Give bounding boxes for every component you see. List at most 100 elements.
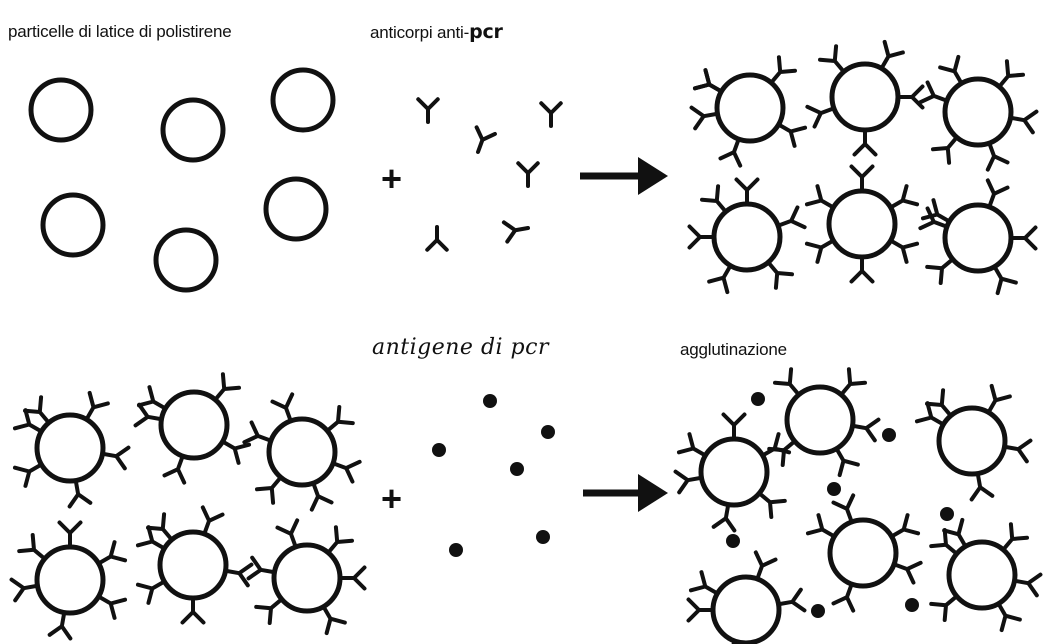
coated-particle-top-3	[690, 180, 805, 293]
agglutinated-particle-2-antibody-3-stroke	[753, 485, 785, 517]
coated-particle-top-3-antibody-2-stroke	[760, 256, 792, 288]
bridging-antigen-dot-4	[726, 534, 740, 548]
free-antibody-1-stroke	[469, 127, 495, 155]
agglutinated-particle-0-antibody-0-stroke	[775, 369, 807, 401]
agglutinated-particle-5-circle	[713, 577, 779, 643]
agglutinated-particle-4-antibody-4-stroke	[931, 588, 963, 620]
coated-particle-bottom-4	[138, 507, 251, 622]
coated-particle-top-3-antibody-5	[702, 186, 734, 218]
coated-particle-top-2-antibody-1	[991, 61, 1023, 93]
coated-particle-top-3-antibody-5-stroke	[702, 186, 734, 218]
free-antibody-5-stroke	[504, 218, 530, 241]
coated-particle-bottom-3-circle	[37, 547, 103, 613]
agglutinated-particle-2	[676, 415, 789, 531]
free-antibody-5	[504, 218, 530, 241]
antigen-dot-1	[541, 425, 555, 439]
coated-particle-bottom-2-antibody-1	[321, 407, 353, 439]
coated-particle-top-2-antibody-4	[933, 131, 965, 163]
latex-particle-0	[31, 80, 91, 140]
coated-particle-top-4	[807, 167, 917, 282]
bridging-antigen-dot-2	[827, 482, 841, 496]
free-antibody-3	[518, 163, 538, 186]
coated-particle-bottom-5-antibody-2-stroke	[340, 568, 365, 589]
coated-particle-bottom-1	[136, 374, 249, 482]
coated-particle-bottom-3	[12, 523, 125, 639]
coated-particle-top-1	[807, 42, 922, 155]
coated-particle-top-5-circle	[945, 205, 1011, 271]
free-antibody-0	[418, 99, 438, 122]
agglutination-group	[676, 369, 1041, 644]
coated-particle-bottom-3-antibody-0-stroke	[60, 523, 81, 548]
coated-particle-top-1-antibody-2	[898, 87, 923, 108]
coated-particle-top-2-antibody-4-stroke	[933, 131, 965, 163]
coated-particle-bottom-4-antibody-3-stroke	[183, 598, 204, 623]
free-antibody-4-stroke	[427, 227, 447, 250]
coated-particle-top-3-antibody-4	[690, 227, 715, 248]
coated-particle-top-3-circle	[714, 204, 780, 270]
agglutinated-particle-2-antibody-1-stroke	[724, 415, 745, 440]
coated-particle-top-0-circle	[717, 75, 783, 141]
coated-particle-top-5-antibody-4	[927, 251, 959, 283]
coated-particle-bottom-1-circle	[161, 392, 227, 458]
coated-particle-top-1-antibody-3	[855, 130, 876, 155]
coated-particle-bottom-5-antibody-4-stroke	[256, 591, 288, 623]
free-antibody-3-stroke	[518, 163, 538, 186]
free-antibody-2-stroke	[541, 103, 561, 126]
free-antibody-4	[427, 227, 447, 250]
antigen-dot-3	[510, 462, 524, 476]
agglutinated-particle-2-antibody-1	[724, 415, 745, 440]
coated-particle-bottom-2-antibody-4-stroke	[257, 471, 289, 503]
coated-particle-bottom-4-antibody-3	[183, 598, 204, 623]
coated-particle-top-1-antibody-3-stroke	[855, 130, 876, 155]
latex-particles-group	[31, 70, 333, 290]
bridging-antigen-dot-6	[905, 598, 919, 612]
bridging-antigen-dot-5	[811, 604, 825, 618]
coated-particle-bottom-2-antibody-1-stroke	[321, 407, 353, 439]
coated-particle-bottom-5	[249, 520, 365, 633]
agglutinated-particle-3-circle	[830, 520, 896, 586]
coated-particle-top-3-antibody-2	[760, 256, 792, 288]
coated-particle-bottom-5-circle	[274, 545, 340, 611]
coated-particle-top-5-antibody-2-stroke	[1011, 228, 1036, 249]
coated-particle-bottom-5-antibody-1-stroke	[320, 527, 352, 559]
coated-particle-top-0-antibody-1	[763, 57, 795, 89]
arrow-bottom-head	[638, 474, 668, 512]
antigen-dot-5	[536, 530, 550, 544]
agglutinated-particle-4	[931, 520, 1040, 630]
antigen-dots-group	[432, 394, 555, 557]
agglutinated-particle-4-antibody-1	[995, 524, 1027, 556]
agglutinated-particle-3	[808, 495, 921, 610]
latex-particle-1	[163, 100, 223, 160]
coated-particle-top-2-circle	[945, 79, 1011, 145]
coated-particle-bottom-3-antibody-0	[60, 523, 81, 548]
free-antibodies-group	[418, 99, 561, 250]
agglutinated-particle-1-circle	[939, 408, 1005, 474]
coated-particle-bottom-5-antibody-4	[256, 591, 288, 623]
coated-particle-bottom-2-circle	[269, 419, 335, 485]
coated-particle-bottom-3-antibody-5-stroke	[19, 535, 51, 567]
agglutinated-particle-0	[769, 369, 878, 475]
coated-particle-top-1-circle	[832, 64, 898, 130]
coated-particle-top-1-antibody-0	[820, 46, 852, 78]
free-antibody-0-stroke	[418, 99, 438, 122]
coated-particle-top-2	[920, 57, 1036, 170]
coated-particle-top-4-antibody-0-stroke	[852, 167, 873, 192]
coated-particle-bottom-1-antibody-1	[207, 374, 239, 406]
bridging-antigen-dot-0	[751, 392, 765, 406]
latex-particle-3	[43, 195, 103, 255]
coated-particle-bottom-4-circle	[160, 532, 226, 598]
arrow-top-head	[638, 157, 668, 195]
agglutinated-particle-5-antibody-4-stroke	[689, 600, 714, 621]
coated-particle-top-4-antibody-0	[852, 167, 873, 192]
agglutinated-particle-0-circle	[787, 387, 853, 453]
bridging-antigen-dot-1	[882, 428, 896, 442]
coated-particle-top-3-antibody-4-stroke	[690, 227, 715, 248]
coated-particle-bottom-2-antibody-4	[257, 471, 289, 503]
coated-particle-top-2-antibody-1-stroke	[991, 61, 1023, 93]
coated-particle-bottom-3-antibody-5	[19, 535, 51, 567]
coated-particle-bottom-5-antibody-2	[340, 568, 365, 589]
coated-particle-top-5-antibody-4-stroke	[927, 251, 959, 283]
agglutinated-particle-4-antibody-1-stroke	[995, 524, 1027, 556]
latex-particle-5	[266, 179, 326, 239]
